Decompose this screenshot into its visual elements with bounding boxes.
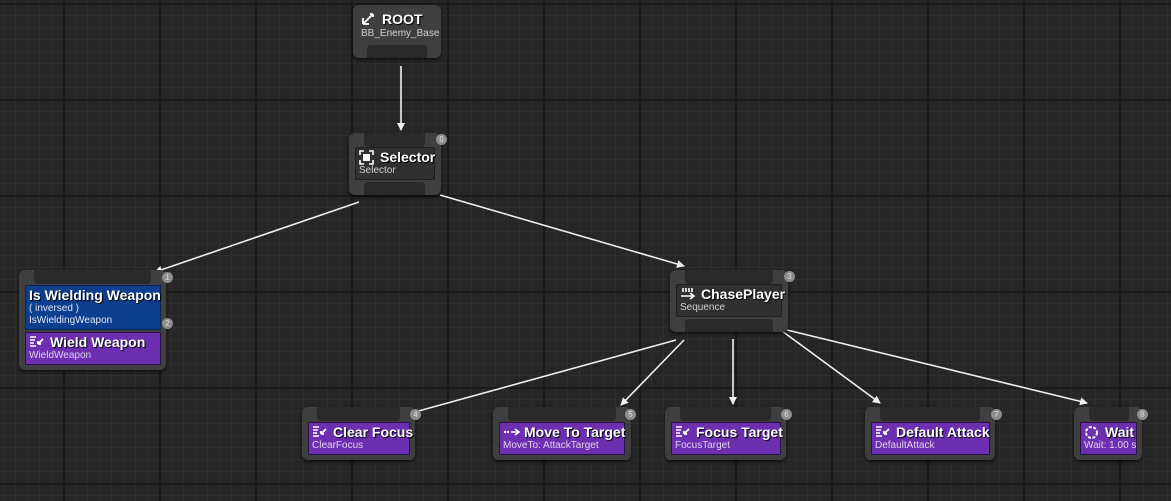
task-input-pin[interactable] — [880, 407, 980, 421]
task-body: Wait Wait: 1.00 s — [1080, 422, 1137, 455]
chaseplayer-node[interactable]: ChasePlayer Sequence 3 — [670, 270, 795, 332]
task-subtitle: FocusTarget — [675, 440, 731, 451]
task-node-clear-focus[interactable]: 4 Clear Focus ClearFocus — [302, 407, 421, 460]
decorator-title: Is Wielding Weapon — [29, 287, 161, 303]
task-node-wait[interactable]: 8 Wait Wait: 1.00 s — [1074, 407, 1148, 460]
root-title: ROOT — [382, 11, 423, 27]
task-subtitle: Wait: 1.00 s — [1084, 440, 1137, 451]
task-title: Move To Target — [524, 424, 626, 440]
task-node-focus-target[interactable]: 6 Focus Target FocusTarget — [665, 407, 792, 460]
task-title: Wield Weapon — [50, 334, 146, 350]
task-input-pin[interactable] — [317, 407, 400, 421]
task-subtitle: MoveTo: AttackTarget — [503, 440, 599, 451]
decorator-is-wielding-weapon[interactable]: Is Wielding Weapon ( inversed ) IsWieldi… — [25, 285, 161, 330]
task-title: Clear Focus — [333, 424, 414, 440]
task-icon — [312, 425, 328, 439]
sequence-icon — [680, 287, 696, 301]
task-body: Clear Focus ClearFocus — [308, 422, 414, 455]
root-node[interactable]: ROOT BB_Enemy_Base — [353, 5, 441, 58]
root-subtitle: BB_Enemy_Base — [361, 28, 440, 39]
execution-index-badge: 6 — [781, 409, 792, 420]
execution-index-badge: 8 — [1137, 409, 1148, 420]
selector-output-pin[interactable] — [364, 182, 425, 195]
wield-node[interactable]: 1 Is Wielding Weapon ( inversed ) IsWiel… — [19, 270, 173, 370]
chaseplayer-input-pin[interactable] — [685, 270, 773, 284]
selector-icon — [359, 150, 375, 165]
chaseplayer-title: ChasePlayer — [701, 286, 786, 302]
task-subtitle: WieldWeapon — [29, 350, 92, 361]
root-icon — [361, 12, 377, 26]
task-title: Focus Target — [696, 424, 783, 440]
task-node-default-attack[interactable]: 7 Default Attack DefaultAttack — [865, 407, 1002, 460]
task-title: Default Attack — [896, 424, 990, 440]
task-node-move-to-target[interactable]: 5 Move To Target MoveTo: AttackTarget — [493, 407, 636, 460]
task-body: Move To Target MoveTo: AttackTarget — [499, 422, 625, 455]
task-icon — [675, 425, 691, 439]
task-body: Default Attack DefaultAttack — [871, 422, 990, 455]
move-to-icon — [503, 425, 521, 439]
execution-index-badge: 2 — [162, 318, 173, 329]
task-input-pin[interactable] — [508, 407, 616, 421]
root-output-pin[interactable] — [367, 45, 427, 58]
task-subtitle: ClearFocus — [312, 440, 364, 451]
chaseplayer-subtitle: Sequence — [680, 302, 726, 313]
execution-index-badge: 7 — [991, 409, 1002, 420]
selector-node[interactable]: Selector Selector 0 — [349, 133, 447, 195]
execution-index-badge: 3 — [784, 271, 795, 282]
wait-icon — [1084, 425, 1100, 439]
selector-title: Selector — [380, 149, 436, 165]
chaseplayer-output-pin[interactable] — [685, 319, 773, 332]
task-icon — [875, 425, 891, 439]
wield-input-pin[interactable] — [34, 270, 151, 284]
task-wield-weapon[interactable]: Wield Weapon WieldWeapon — [25, 332, 161, 365]
selector-input-pin[interactable] — [364, 133, 425, 147]
decorator-subtitle: IsWieldingWeapon — [29, 315, 113, 326]
task-title: Wait — [1105, 424, 1135, 440]
task-input-pin[interactable] — [680, 407, 771, 421]
decorator-inversed: ( inversed ) — [29, 303, 80, 314]
task-icon — [29, 335, 45, 349]
task-input-pin[interactable] — [1089, 407, 1129, 421]
execution-index-badge: 4 — [410, 409, 421, 420]
execution-index-badge: 0 — [436, 134, 447, 145]
task-body: Focus Target FocusTarget — [671, 422, 783, 455]
execution-index-badge: 1 — [162, 272, 173, 283]
selector-subtitle: Selector — [359, 165, 396, 176]
execution-index-badge: 5 — [625, 409, 636, 420]
task-subtitle: DefaultAttack — [875, 440, 935, 451]
